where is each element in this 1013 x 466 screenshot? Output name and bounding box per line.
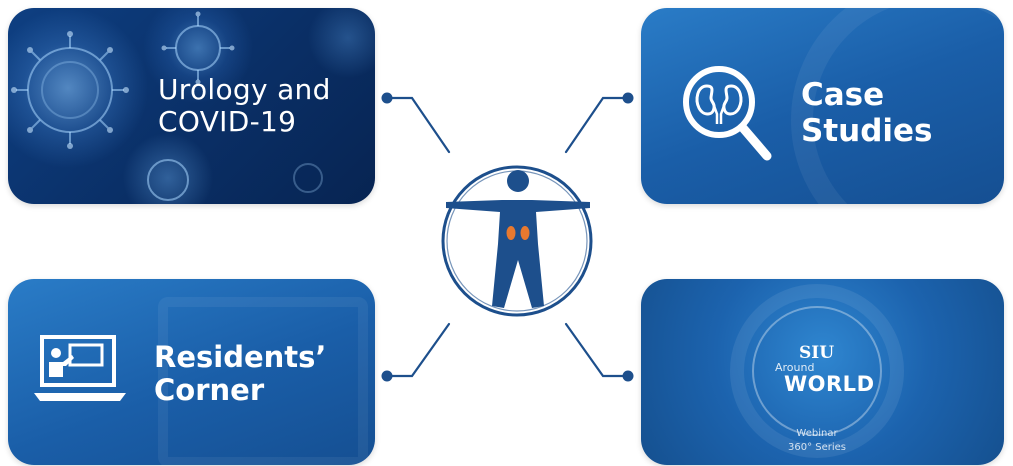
webinar-subtitle-line1: Webinar bbox=[796, 428, 838, 439]
residents-corner-card[interactable]: Residents’ Corner bbox=[8, 279, 375, 465]
around-logo-text: Around bbox=[775, 361, 815, 374]
world-logo-text: WORLD bbox=[784, 372, 875, 396]
connector-top-right bbox=[564, 96, 628, 154]
urology-covid-title-line1: Urology and bbox=[158, 73, 331, 106]
teacher-laptop-icon bbox=[34, 335, 126, 401]
siu-around-world-card[interactable]: SIU Around WORLD Webinar 360° Series bbox=[641, 279, 1004, 465]
connector-bottom-right bbox=[564, 322, 628, 378]
case-studies-card[interactable]: Case Studies bbox=[641, 8, 1004, 204]
connector-dot-top-right bbox=[622, 92, 634, 104]
vitruvian-figure-icon bbox=[441, 165, 593, 317]
virus-icon bbox=[11, 11, 323, 201]
case-studies-title-line2: Studies bbox=[801, 112, 933, 149]
webinar-subtitle: Webinar 360° Series bbox=[641, 427, 993, 454]
connector-top-left bbox=[387, 96, 451, 154]
case-studies-title-line1: Case bbox=[801, 77, 885, 113]
decorative-board bbox=[158, 297, 368, 465]
urology-covid-card[interactable]: Urology and COVID-19 bbox=[8, 8, 375, 204]
residents-corner-title: Residents’ Corner bbox=[154, 340, 327, 408]
kidneys-icon bbox=[506, 226, 530, 240]
residents-corner-title-line1: Residents’ bbox=[154, 340, 327, 374]
globe-logo-icon bbox=[730, 284, 904, 458]
connector-dot-top-left bbox=[381, 92, 393, 104]
webinar-subtitle-line2: 360° Series bbox=[787, 441, 847, 453]
urology-covid-title-line2: COVID-19 bbox=[158, 105, 297, 139]
connector-dot-bottom-right bbox=[622, 370, 634, 382]
connector-bottom-left bbox=[387, 322, 451, 378]
residents-corner-title-line2: Corner bbox=[154, 373, 265, 408]
case-studies-title: Case Studies bbox=[801, 77, 933, 149]
urology-covid-title: Urology and COVID-19 bbox=[158, 73, 331, 139]
kidney-magnifier-icon bbox=[683, 66, 772, 161]
siu-logo-text: SIU bbox=[799, 343, 835, 363]
connector-dot-bottom-left bbox=[381, 370, 393, 382]
